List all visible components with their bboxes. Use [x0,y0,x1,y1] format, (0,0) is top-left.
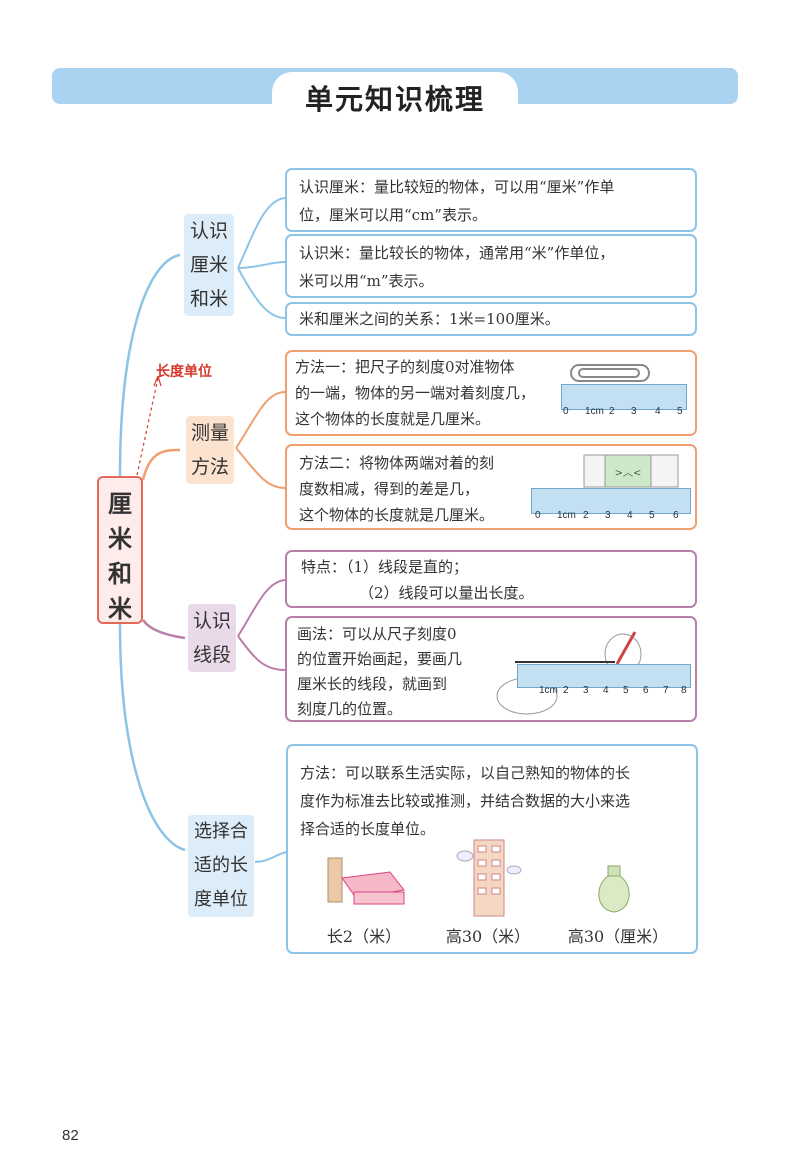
box-relation: 米和厘米之间的关系：1米=100厘米。 [285,302,697,336]
branch-line: 方法 [190,456,229,478]
caption-bed: 长2（米） [326,927,402,946]
title-tab [272,72,518,118]
ruler-tick: 0 [563,406,569,417]
box-text: 择合适的长度单位。 [300,820,436,838]
ruler [561,384,687,410]
ruler-tick: 1cm [557,510,576,521]
box-text: 米可以用“m”表示。 [299,272,434,290]
branch-line: 度单位 [194,889,248,910]
branch-line: 线段 [192,644,231,666]
bed-icon [327,857,405,905]
box-text: 这个物体的长度就是几厘米。 [295,410,491,428]
box-method-2: 方法二：将物体两端对着的刻 度数相减，得到的差是几， 这个物体的长度就是几厘米。… [285,444,697,530]
page-number: 82 [62,1127,79,1144]
ruler [517,664,691,688]
box-text: 这个物体的长度就是几厘米。 [299,506,495,524]
branch-cm-m: 认识 厘米 和米 [184,214,234,316]
svg-text:>︿<: >︿< [615,468,642,479]
root-char: 米 [108,525,132,553]
box-choose-unit: 方法：可以联系生活实际，以自己熟知的物体的长 度作为标准去比较或推测，并结合数据… [286,744,698,954]
vase-icon [598,865,630,913]
root-char: 米 [108,595,132,623]
box-text: 厘米长的线段，就画到 [297,675,448,693]
box-text: 认识米：量比较长的物体，通常用“米”作单位， [299,244,615,262]
box-features: 特点：（1）线段是直的； （2）线段可以量出长度。 [285,550,697,608]
branch-line: 和米 [189,288,228,310]
root-char: 和 [108,560,132,588]
branch-line: 厘米 [189,254,228,276]
box-method-1: 方法一：把尺子的刻度0对准物体 的一端，物体的另一端对着刻度几， 这个物体的长度… [285,350,697,436]
branch-line: 适的长 [194,855,248,876]
box-text: 度作为标准去比较或推测，并结合数据的大小来选 [300,792,631,810]
building-icon [456,839,522,917]
ruler-tick: 3 [631,406,637,417]
box-cm: 认识厘米：量比较短的物体，可以用“厘米”作单 位，厘米可以用“cm”表示。 [285,168,697,232]
box-text: 认识厘米：量比较短的物体，可以用“厘米”作单 [299,178,615,196]
ruler-tick: 5 [649,510,655,521]
root-node: 厘 米 和 米 [97,476,143,624]
ruler-tick: 4 [603,685,609,696]
box-text: 的位置开始画起，要画几 [297,650,463,668]
box-text: 方法：可以联系生活实际，以自己熟知的物体的长 [300,764,631,782]
ruler [531,488,691,514]
ruler-tick: 6 [643,685,649,696]
branch-choose-unit: 选择合 适的长 度单位 [188,815,254,917]
box-text: 度数相减，得到的差是几， [299,480,480,498]
eraser-icon: >︿< [583,454,679,488]
ruler-tick: 2 [583,510,589,521]
box-text: 位，厘米可以用“cm”表示。 [299,206,487,224]
ruler-tick: 4 [627,510,633,521]
branch-measure: 测量 方法 [186,416,234,484]
branch-line: 认识 [192,610,231,632]
branch-line: 选择合 [194,821,248,842]
ruler-tick: 6 [673,510,679,521]
box-m: 认识米：量比较长的物体，通常用“米”作单位， 米可以用“m”表示。 [285,234,697,298]
box-text: 刻度几的位置。 [297,700,403,718]
ruler-tick: 7 [663,685,669,696]
branch-line: 测量 [190,422,229,444]
root-char: 厘 [108,490,132,518]
box-text: 特点：（1）线段是直的； [301,558,469,576]
ruler-tick: 1cm [585,406,604,417]
box-text: 方法二：将物体两端对着的刻 [299,454,495,472]
ruler-tick: 0 [535,510,541,521]
ruler-tick: 2 [563,685,569,696]
ruler-tick: 1cm [539,685,558,696]
caption-vase: 高30（厘米） [567,927,669,946]
paperclip-icon [570,364,650,382]
box-text: （2）线段可以量出长度。 [359,584,534,602]
box-text: 米和厘米之间的关系：1米=100厘米。 [299,310,560,328]
length-unit-label: 长度单位 [156,364,212,380]
ruler-tick: 4 [655,406,661,417]
ruler-tick: 8 [681,685,687,696]
ruler-tick: 2 [609,406,615,417]
ruler-tick: 5 [623,685,629,696]
branch-line: 认识 [189,220,228,242]
box-text: 的一端，物体的另一端对着刻度几， [295,384,536,402]
caption-building: 高30（米） [445,927,531,946]
ruler-tick: 3 [583,685,589,696]
ruler-tick: 3 [605,510,611,521]
branch-segment: 认识 线段 [188,604,236,672]
page-title: 单元知识梳理 [304,83,485,116]
box-text: 方法一：把尺子的刻度0对准物体 [295,358,515,376]
ruler-tick: 5 [677,406,683,417]
box-draw: 画法：可以从尺子刻度0 的位置开始画起，要画几 厘米长的线段，就画到 刻度几的位… [285,616,697,722]
box-text: 画法：可以从尺子刻度0 [297,625,457,643]
